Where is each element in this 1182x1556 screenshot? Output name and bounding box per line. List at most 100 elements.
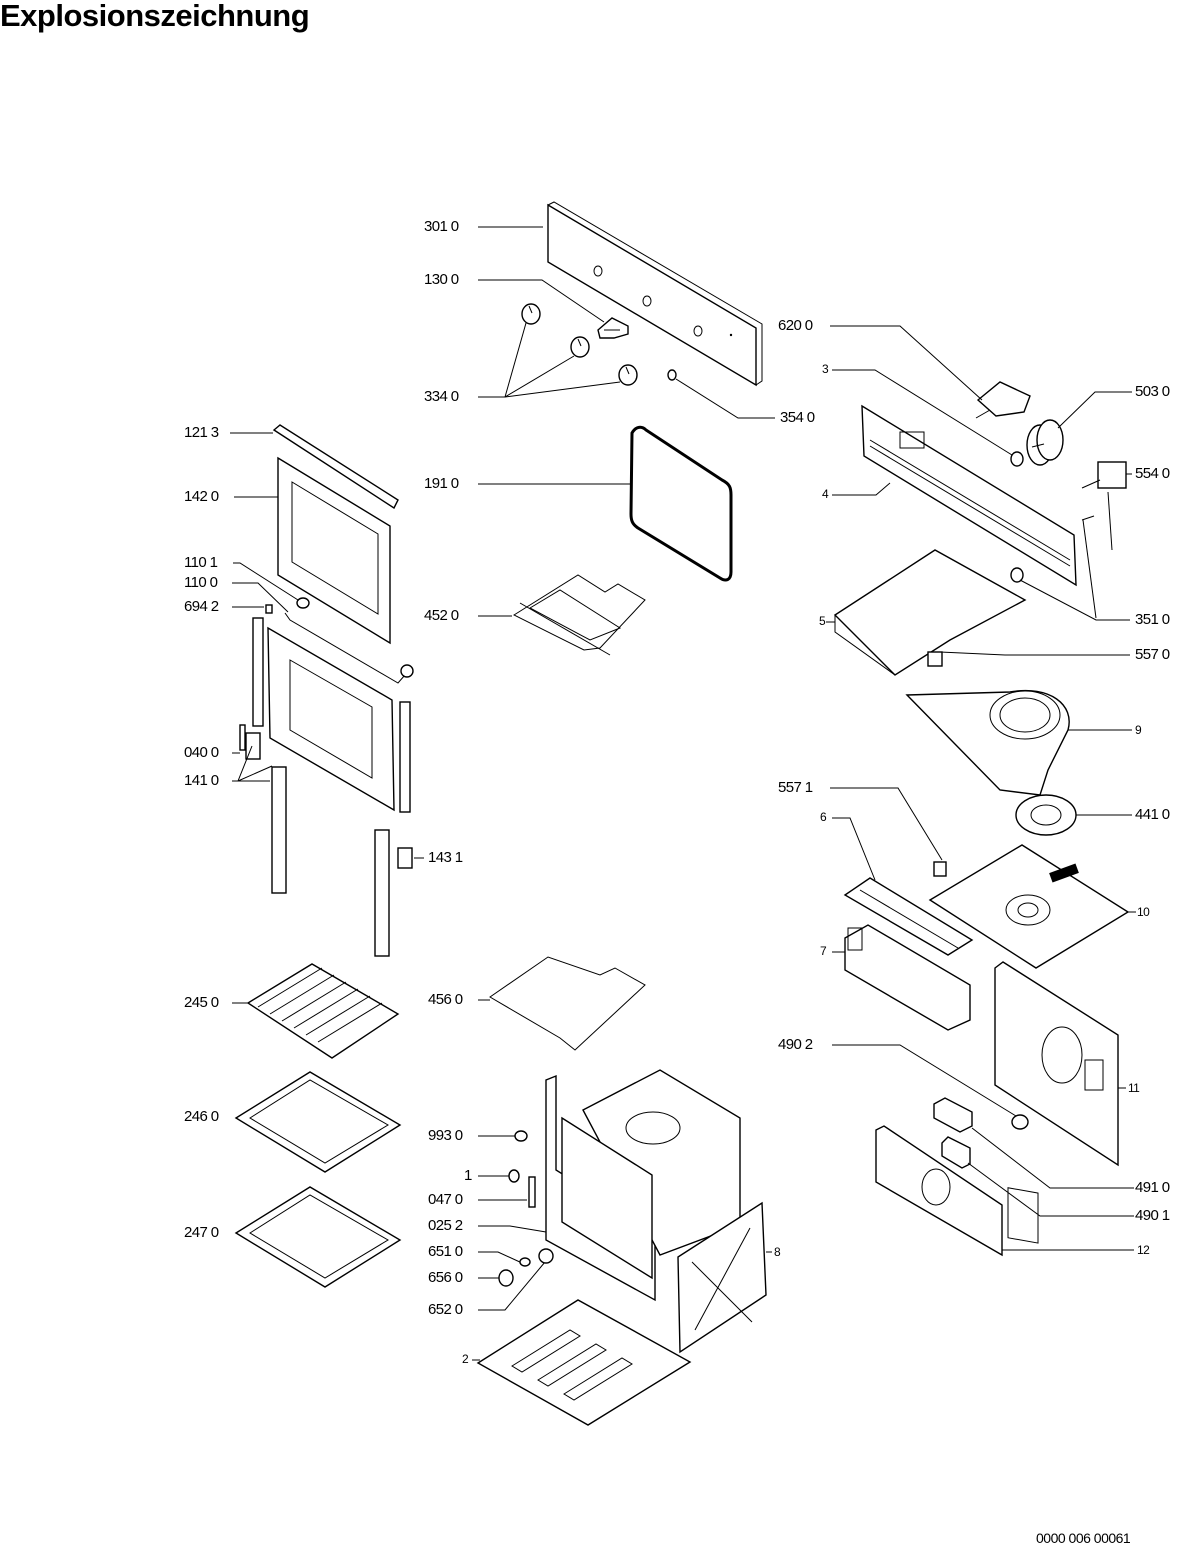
part-outer-door: [245, 617, 411, 813]
callout-p4520: 452 0: [424, 607, 459, 624]
part-bottom-heater-cover: [476, 1299, 692, 1426]
callout-p3: 3: [822, 362, 829, 376]
callout-p9: 9: [1135, 723, 1142, 737]
callout-p4902: 490 2: [778, 1036, 813, 1053]
callout-p4: 4: [822, 487, 829, 501]
part-door-handle: [284, 597, 414, 684]
part-lamp-holder: [508, 1169, 520, 1183]
part-control-knob: [521, 303, 638, 386]
part-rear-panel: [994, 961, 1119, 1244]
part-hinge: [239, 724, 246, 751]
callout-p6: 6: [820, 810, 827, 824]
callout-p2470: 247 0: [184, 1224, 219, 1241]
leader-line: [832, 1044, 1017, 1117]
part-baking-tray: [234, 1071, 402, 1173]
callout-p1431: 143 1: [428, 849, 463, 866]
part-screw: [265, 604, 273, 614]
part-cooling-fan: [1015, 794, 1077, 836]
callout-p3540: 354 0: [780, 409, 815, 426]
part-clip: [514, 1130, 528, 1142]
leader-line: [233, 562, 299, 601]
part-lamp-bulb: [519, 1257, 531, 1267]
part-indicator-lamp: [1010, 515, 1097, 619]
part-switch-bracket: [597, 317, 629, 339]
part-top-cover: [833, 549, 1027, 676]
part-side-panel: [844, 924, 971, 1031]
part-control-panel-fascia: [547, 201, 763, 387]
callout-p11: 11: [1128, 1081, 1140, 1095]
callout-p0400: 040 0: [184, 744, 219, 761]
callout-p1213: 121 3: [184, 424, 219, 441]
part-indicator-lens: [667, 369, 677, 381]
leader-line: [939, 651, 1130, 656]
callout-p6510: 651 0: [428, 1243, 463, 1260]
part-terminal-cap: [1011, 1114, 1029, 1130]
leader-line: [832, 369, 1013, 456]
leader-line: [504, 381, 621, 398]
leader-line: [232, 582, 289, 613]
leader-line: [967, 1162, 1134, 1217]
callout-p5: 5: [819, 614, 826, 628]
callout-p4560: 456 0: [428, 991, 463, 1008]
part-grill-element: [512, 574, 646, 656]
leader-line: [675, 378, 775, 419]
part-wire-shelf: [246, 963, 400, 1059]
part-spacer: [1010, 451, 1024, 467]
leader-line: [504, 355, 575, 398]
part-lamp-socket: [538, 1248, 554, 1264]
callout-p4410: 441 0: [1135, 806, 1170, 823]
callout-p1420: 142 0: [184, 488, 219, 505]
part-control-panel-frame: [861, 404, 1077, 587]
part-fan-cover-plate: [928, 844, 1130, 969]
part-safety-thermostat: [927, 651, 943, 667]
callout-p5570: 557 0: [1135, 646, 1170, 663]
callout-p0470: 047 0: [428, 1191, 463, 1208]
callout-p2460: 246 0: [184, 1108, 219, 1125]
callout-p5571: 557 1: [778, 779, 813, 796]
callout-p4901: 490 1: [1135, 1207, 1170, 1224]
callout-p1300: 130 0: [424, 271, 459, 288]
leader-line: [237, 765, 273, 782]
callout-p6560: 656 0: [428, 1269, 463, 1286]
leader-line: [830, 787, 943, 861]
document-number: 0000 006 00061: [1036, 1530, 1131, 1546]
part-air-duct: [843, 877, 974, 956]
part-safety-thermostat-2: [933, 861, 947, 877]
part-side-wall: [677, 1201, 767, 1354]
page-title: Explosionszeichnung: [0, 0, 310, 33]
leader-line: [971, 1127, 1134, 1189]
callout-p6200: 620 0: [778, 317, 813, 334]
part-hinge-receiver: [397, 847, 413, 869]
leader-line: [478, 279, 605, 323]
part-lamp-cover: [498, 1269, 514, 1287]
part-thermostat: [1081, 461, 1127, 551]
part-door-side-trim: [271, 766, 390, 957]
callout-p12: 12: [1137, 1243, 1150, 1257]
leader-line: [830, 325, 983, 401]
callout-p6942: 694 2: [184, 598, 219, 615]
callout-p5030: 503 0: [1135, 383, 1170, 400]
callout-p9930: 993 0: [428, 1127, 463, 1144]
leader-line: [478, 322, 527, 398]
callout-p1100: 110 0: [184, 574, 218, 591]
callout-p7: 7: [820, 944, 827, 958]
part-door-catch: [528, 1176, 536, 1208]
leader-line: [832, 817, 876, 881]
part-inner-door-glass: [277, 456, 391, 645]
callout-p10: 10: [1137, 905, 1150, 919]
callout-p5540: 554 0: [1135, 465, 1170, 482]
part-terminal-block: [933, 1097, 973, 1133]
callout-p8: 8: [774, 1245, 781, 1259]
callout-p1101: 110 1: [184, 554, 218, 571]
leader-line: [1057, 391, 1132, 429]
callout-p3510: 351 0: [1135, 611, 1170, 628]
part-door-seal: [629, 425, 733, 582]
leader-line: [478, 1261, 546, 1311]
callout-p6520: 652 0: [428, 1301, 463, 1318]
callout-p3010: 301 0: [424, 218, 459, 235]
callout-p0252: 025 2: [428, 1217, 463, 1234]
leader-line: [478, 1225, 547, 1233]
part-deep-tray: [234, 1186, 402, 1288]
callout-p1410: 141 0: [184, 772, 219, 789]
